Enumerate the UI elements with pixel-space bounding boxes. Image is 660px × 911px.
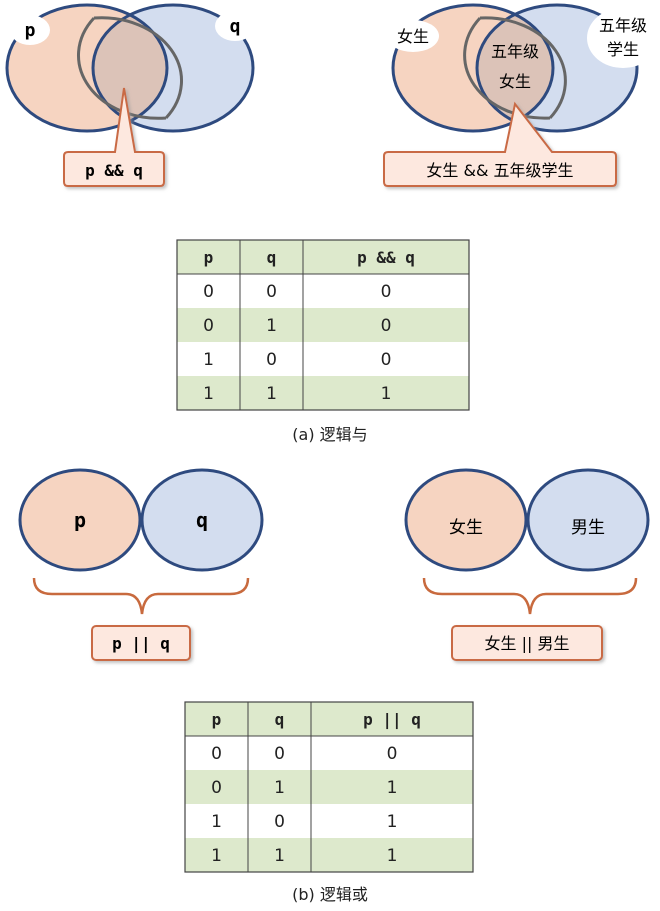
table-b-cell: 0 xyxy=(211,744,222,764)
label-p-b: p xyxy=(74,508,86,532)
table-row xyxy=(177,308,469,342)
table-a-header-cell: p xyxy=(204,248,214,267)
callout-and-students xyxy=(383,101,617,187)
table-a-cell: 1 xyxy=(266,316,277,336)
table-header-row xyxy=(185,702,473,736)
table-b-header-cell: p xyxy=(212,710,222,729)
table-row xyxy=(177,376,469,410)
table-b-cell: 1 xyxy=(211,846,222,866)
table-a-cell: 1 xyxy=(266,384,277,404)
label-grade5-line1: 五年级 xyxy=(599,16,647,35)
bracket-right xyxy=(422,577,638,615)
table-a-cell: 1 xyxy=(203,384,214,404)
label-q: q xyxy=(230,16,241,37)
table-b-cell: 0 xyxy=(274,744,285,764)
table-a-cell: 0 xyxy=(203,316,214,336)
caption-b: (b) 逻辑或 xyxy=(292,885,368,904)
label-bubble-girls xyxy=(387,20,439,52)
bracket-left xyxy=(32,577,250,615)
table-a-cell: 0 xyxy=(381,350,392,370)
venn-and-pq: p q p && q xyxy=(5,3,255,187)
table-header-row xyxy=(177,240,469,274)
table-b-cell: 0 xyxy=(387,744,398,764)
set-q-circle-b xyxy=(140,468,264,572)
table-a-cell: 0 xyxy=(381,316,392,336)
callout-or-pq xyxy=(91,625,191,661)
label-bubble-q xyxy=(215,11,255,41)
table-row xyxy=(185,736,473,770)
label-bubble-grade5 xyxy=(587,8,659,68)
intersection-girls-grade5 xyxy=(477,5,553,131)
table-a-cell: 0 xyxy=(203,282,214,302)
table-a-header-cell: q xyxy=(267,248,277,267)
intersection-pq xyxy=(93,5,167,131)
table-b-cell: 1 xyxy=(387,846,398,866)
table-border xyxy=(176,239,470,411)
table-b-cell: 1 xyxy=(211,812,222,832)
table-a-cell: 0 xyxy=(266,282,277,302)
table-b-cell: 1 xyxy=(387,778,398,798)
table-a-cell: 1 xyxy=(203,350,214,370)
set-p-circle-b xyxy=(18,468,142,572)
label-girls: 女生 xyxy=(397,27,429,46)
callout-and-pq xyxy=(63,87,165,187)
table-b-cell: 1 xyxy=(274,846,285,866)
table-b-cell: 1 xyxy=(274,778,285,798)
callout-text-or-students: 女生 || 男生 xyxy=(485,634,570,653)
table-a-header-cell: p && q xyxy=(357,248,415,267)
overlap-label-line1: 五年级 xyxy=(491,42,539,61)
table-border xyxy=(184,701,474,873)
table-a-cell: 1 xyxy=(381,384,392,404)
table-b-cell: 0 xyxy=(274,812,285,832)
callout-text-and-students: 女生 && 五年级学生 xyxy=(426,161,573,180)
label-boys-b: 男生 xyxy=(571,518,605,538)
set-girls-circle-b xyxy=(404,468,528,572)
set-boys-circle-b xyxy=(526,468,650,572)
table-row xyxy=(185,770,473,804)
table-b-header-cell: p || q xyxy=(363,710,421,730)
table-b-cell: 1 xyxy=(387,812,398,832)
overlap-label-line2: 女生 xyxy=(499,72,531,91)
caption-a: (a) 逻辑与 xyxy=(292,425,367,444)
table-row xyxy=(185,838,473,872)
pair-or-pq: p q p || q xyxy=(18,468,264,661)
callout-text-or-pq: p || q xyxy=(112,634,170,654)
callout-text-and-pq: p && q xyxy=(85,161,143,180)
table-row xyxy=(185,804,473,838)
table-a-cell: 0 xyxy=(266,350,277,370)
table-a-cell: 0 xyxy=(381,282,392,302)
label-q-b: q xyxy=(196,508,208,532)
pair-or-students: 女生 男生 女生 || 男生 xyxy=(404,468,650,661)
table-row xyxy=(177,342,469,376)
callout-or-students xyxy=(451,625,603,661)
label-p: p xyxy=(25,20,36,41)
label-girls-b: 女生 xyxy=(449,518,483,538)
label-bubble-p xyxy=(10,15,50,45)
truth-table-and: p q p && q 0 0 0 0 1 0 1 0 0 1 1 1 xyxy=(176,239,470,411)
table-b-cell: 0 xyxy=(211,778,222,798)
label-grade5-line2: 学生 xyxy=(607,40,639,59)
table-row xyxy=(177,274,469,308)
venn-and-students: 女生 五年级 学生 五年级 女生 女生 && 五年级学生 xyxy=(383,3,659,187)
table-b-header-cell: q xyxy=(275,710,285,729)
truth-table-or: p q p || q 0 0 0 0 1 1 1 0 1 1 1 1 xyxy=(184,701,474,873)
